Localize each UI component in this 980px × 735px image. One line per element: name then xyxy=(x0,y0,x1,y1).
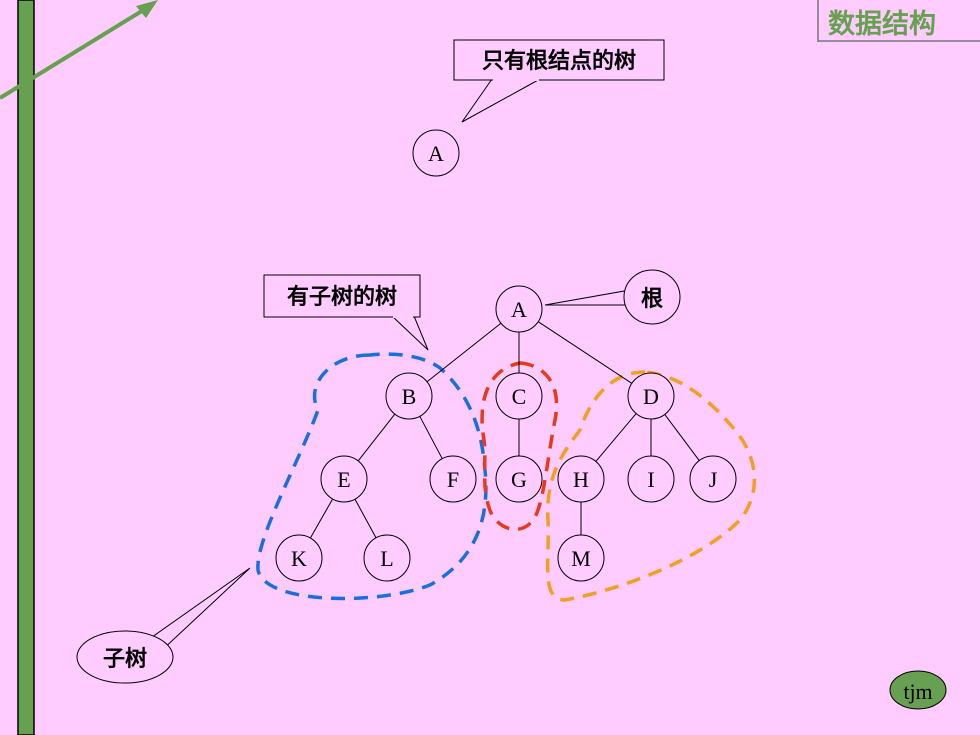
tree-nodes: A B C D E F G H I J K L M xyxy=(275,285,737,582)
tree-node-e: E xyxy=(320,455,368,503)
tree-node-d: D xyxy=(627,372,675,420)
callout-subtree-text: 子树 xyxy=(103,646,147,672)
author-badge: tjm xyxy=(889,670,947,710)
tree-edges xyxy=(309,321,700,539)
tree-node-j: J xyxy=(689,455,737,503)
tree-node-label: L xyxy=(380,546,393,571)
tree-node-circle xyxy=(495,285,543,333)
edge-d-h xyxy=(595,413,637,462)
tree-node-label: C xyxy=(512,384,527,409)
decor-arrow-head xyxy=(136,0,158,18)
edge-b-f xyxy=(419,416,443,459)
left-decor-bar xyxy=(17,0,35,735)
tree-node-circle xyxy=(627,372,675,420)
tree-node-a: A xyxy=(495,285,543,333)
callout-with-subtrees-text: 有子树的树 xyxy=(287,284,397,310)
tree-node-circle xyxy=(320,455,368,503)
tree-node-l: L xyxy=(363,534,411,582)
subtree-outline-b xyxy=(256,352,488,601)
tree-node-label: F xyxy=(447,467,459,492)
author-badge-text: tjm xyxy=(903,679,932,704)
tree-node-label: I xyxy=(647,467,654,492)
tree-node-circle xyxy=(275,534,323,582)
tree-node-circle xyxy=(495,372,543,420)
tree-node-b: B xyxy=(385,372,433,420)
page-title: 数据结构 xyxy=(828,9,936,40)
tree-node-circle xyxy=(557,534,605,582)
tree-node-h: H xyxy=(557,455,605,503)
decor-arrow-line xyxy=(0,4,152,100)
header-title-box: 数据结构 xyxy=(817,0,980,42)
tree-node-label: H xyxy=(573,467,589,492)
edge-b-e xyxy=(357,413,396,462)
callout-root-only: 只有根结点的树 xyxy=(453,39,665,123)
callout-root: 根 xyxy=(544,269,681,325)
callout-subtree: 子树 xyxy=(76,567,251,684)
tree-node-f: F xyxy=(429,455,477,503)
tree-node-label: M xyxy=(571,546,591,571)
tree-node-circle xyxy=(385,372,433,420)
edge-a-d xyxy=(537,321,633,384)
tree-node-i: I xyxy=(627,455,675,503)
tree-node-g: G xyxy=(495,455,543,503)
tree-node-label: A xyxy=(511,297,527,322)
tree-node-circle xyxy=(557,455,605,503)
tree-node-m: M xyxy=(557,534,605,582)
tree-node-label: E xyxy=(337,467,350,492)
tree-node-circle xyxy=(689,455,737,503)
edge-d-j xyxy=(664,414,700,461)
subtree-outline-d xyxy=(545,370,757,602)
callout-root-text: 根 xyxy=(641,287,663,312)
tree-node-c: C xyxy=(495,372,543,420)
callout-root-only-text: 只有根结点的树 xyxy=(482,48,636,74)
tree-node-label: J xyxy=(709,467,718,492)
tree-node-label: K xyxy=(291,546,307,571)
subtree-outline-c xyxy=(480,361,559,532)
tree-node-circle xyxy=(627,455,675,503)
tree-node-circle xyxy=(495,455,543,503)
tree-node-k: K xyxy=(275,534,323,582)
edge-e-l xyxy=(354,498,377,539)
single-node-tree: A xyxy=(412,129,460,177)
callout-with-subtrees: 有子树的树 xyxy=(263,274,429,351)
tree-node-label: D xyxy=(643,384,659,409)
single-node-label: A xyxy=(428,141,444,166)
tree-node-circle xyxy=(363,534,411,582)
tree-node-label: B xyxy=(402,384,417,409)
tree-node-circle xyxy=(429,455,477,503)
edge-e-k xyxy=(309,498,334,539)
tree-node-label: G xyxy=(511,467,527,492)
edge-a-b xyxy=(426,322,502,383)
